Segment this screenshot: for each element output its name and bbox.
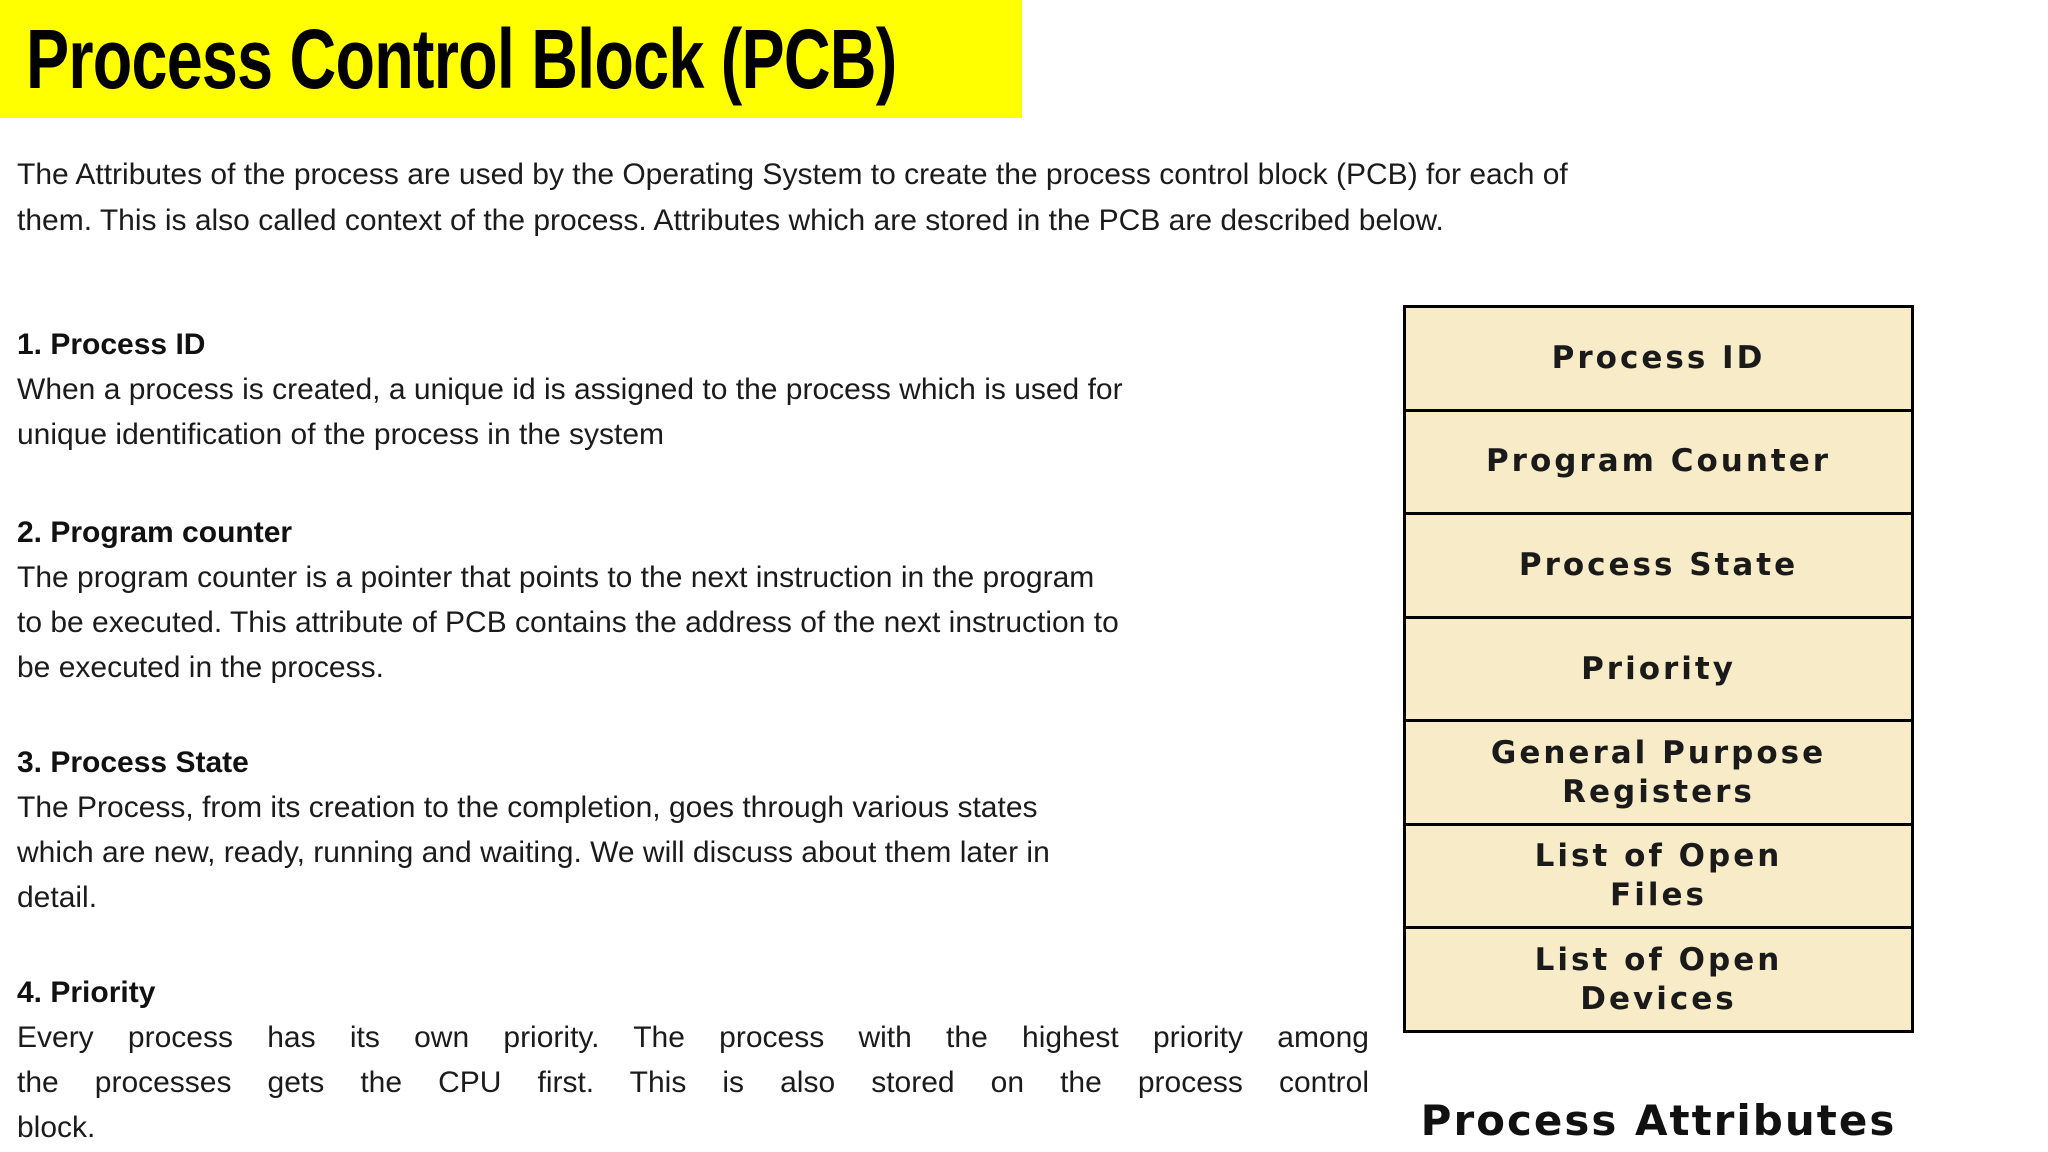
table-row-list-of-open-files: List of Open Files: [1406, 826, 1911, 930]
table-row-label: Priority: [1581, 650, 1736, 687]
section-body-line: Every process has its own priority. The …: [17, 1021, 1369, 1054]
section-body-line: the processes gets the CPU first. This i…: [17, 1066, 1369, 1099]
section-body-line: The program counter is a pointer that po…: [17, 561, 1095, 594]
title-highlight: Process Control Block (PCB): [0, 0, 1022, 118]
table-row-general-purpose-registers: General Purpose Registers: [1406, 722, 1911, 826]
pcb-attributes-table: Process ID Program Counter Process State…: [1403, 305, 1914, 1033]
table-row-label: Process ID: [1551, 339, 1766, 376]
intro-paragraph: The Attributes of the process are used b…: [17, 152, 1862, 244]
table-row-program-counter: Program Counter: [1406, 412, 1911, 516]
table-row-label: Devices: [1580, 980, 1737, 1017]
table-row-label: Program Counter: [1485, 443, 1832, 480]
table-row-label: Registers: [1562, 773, 1755, 810]
diagram-caption: Process Attributes: [1420, 1096, 1897, 1145]
section-heading: 3. Process State: [17, 746, 249, 779]
section-heading: 2. Program counter: [17, 516, 293, 549]
page-title: Process Control Block (PCB): [26, 12, 897, 106]
section-body-line: to be executed. This attribute of PCB co…: [17, 606, 1119, 639]
intro-line: The Attributes of the process are used b…: [17, 158, 1568, 191]
section-body-line: block.: [17, 1111, 96, 1144]
section-priority: 4. Priority Every process has its own pr…: [17, 970, 1369, 1150]
section-process-id: 1. Process ID When a process is created,…: [17, 322, 1369, 457]
table-row-label: General Purpose: [1490, 734, 1827, 771]
table-row-process-state: Process State: [1406, 515, 1911, 619]
section-heading: 4. Priority: [17, 976, 156, 1009]
section-heading: 1. Process ID: [17, 328, 206, 361]
table-row-label: Process State: [1518, 546, 1799, 583]
table-row-label: Files: [1610, 877, 1707, 914]
section-body-line: When a process is created, a unique id i…: [17, 373, 1123, 406]
section-body-line: which are new, ready, running and waitin…: [17, 836, 1050, 869]
table-row-label: List of Open: [1534, 941, 1783, 978]
table-row-label: List of Open: [1534, 838, 1783, 875]
table-row-process-id: Process ID: [1406, 308, 1911, 412]
table-row-list-of-open-devices: List of Open Devices: [1406, 929, 1911, 1030]
section-process-state: 3. Process State The Process, from its c…: [17, 740, 1369, 920]
table-row-priority: Priority: [1406, 619, 1911, 723]
section-body-line: detail.: [17, 881, 98, 914]
section-body-line: be executed in the process.: [17, 651, 384, 684]
section-program-counter: 2. Program counter The program counter i…: [17, 510, 1369, 690]
section-body-line: The Process, from its creation to the co…: [17, 791, 1038, 824]
intro-line: them. This is also called context of the…: [17, 204, 1444, 237]
section-body-line: unique identification of the process in …: [17, 418, 665, 451]
